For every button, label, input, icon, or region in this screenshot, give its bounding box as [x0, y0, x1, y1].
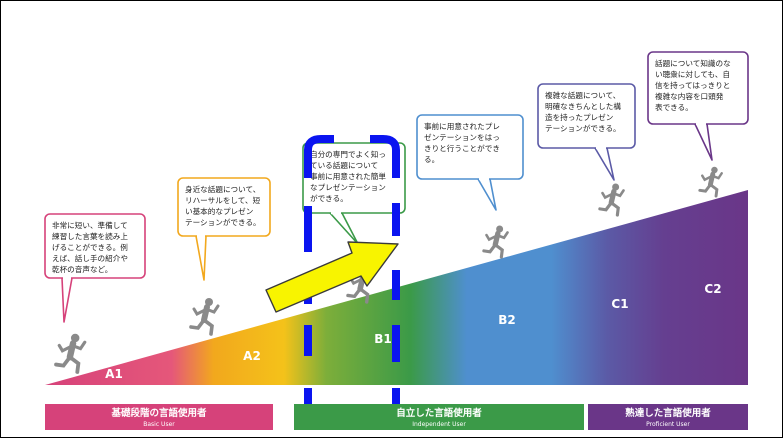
- bubble-text-line: い基本的なプレゼン: [185, 206, 253, 216]
- level-label-b2: B2: [498, 313, 516, 327]
- category-subtitle: Independent User: [412, 421, 466, 428]
- level-label-c2: C2: [704, 282, 721, 296]
- bubble-text-line: ている話題について: [310, 160, 378, 170]
- bubble-text-line: 事前に用意されたプレ: [424, 121, 500, 131]
- runner-icon: [698, 166, 723, 198]
- category-bar-3: 熟達した言語使用者 Proficient User: [588, 404, 748, 430]
- bubble-text-line: ゼンテーションをはっ: [424, 132, 500, 142]
- yellow-arrow-icon: [265, 241, 399, 313]
- level-label-a2: A2: [243, 349, 261, 363]
- bubble-text-line: 身近な話題について、: [185, 184, 260, 194]
- speech-bubble-b1: 自分の専門でよく知っている話題について事前に用意された簡単なプレゼンテーションが…: [302, 142, 406, 245]
- runner-icon: [598, 183, 625, 217]
- speech-bubble-a1: 非常に短い、準備して練習した言葉を読み上げることができる。例えば、話し手の紹介や…: [44, 213, 146, 323]
- bubble-text-line: 練習した言葉を読み上: [52, 231, 128, 241]
- level-label-c1: C1: [611, 297, 628, 311]
- bubble-text-line: 非常に短い、準備して: [52, 220, 128, 230]
- bubble-text-line: 乾杯の音声など。: [52, 264, 112, 274]
- bubble-text-line: る。: [424, 155, 439, 164]
- category-title: 自立した言語使用者: [396, 407, 482, 419]
- level-label-a1: A1: [105, 367, 123, 381]
- category-subtitle: Basic User: [143, 421, 175, 428]
- bubble-text-line: リハーサルをして、短: [185, 195, 261, 205]
- category-title: 基礎段階の言語使用者: [110, 407, 207, 419]
- level-label-b1: B1: [374, 332, 392, 346]
- bubble-text-line: 信を持ってはっきりと: [655, 80, 730, 90]
- bubble-text-line: テーションができる。: [185, 217, 261, 227]
- bubble-text-line: 複雑な話題について、: [545, 90, 620, 100]
- runner-icon: [189, 298, 220, 336]
- bubble-text-line: 事前に用意された簡単: [310, 171, 386, 181]
- bubble-text-line: げることができる。例: [52, 242, 128, 252]
- bubble-text-line: 話題について知識のな: [655, 58, 731, 68]
- speech-bubble-c2: 話題について知識のない聴衆に対しても、自信を持ってはっきりと複雑な内容を口頭発表…: [647, 51, 749, 161]
- category-subtitle: Proficient User: [646, 421, 690, 428]
- bubble-text-line: ができる。: [310, 193, 348, 203]
- bubble-text-line: 造を持ったプレゼン: [545, 112, 613, 122]
- category-bar-1: 基礎段階の言語使用者 Basic User: [45, 404, 273, 430]
- bubble-text-line: 自分の専門でよく知っ: [310, 149, 386, 159]
- runner-icon: [54, 333, 87, 374]
- bubble-text-line: 明確なきちんとした構: [545, 101, 621, 111]
- category-title: 熟達した言語使用者: [625, 407, 711, 419]
- bubble-text-line: い聴衆に対しても、自: [655, 69, 730, 79]
- bubble-text-line: なプレゼンテーション: [310, 182, 386, 192]
- bubble-text-line: きりと行うことができ: [424, 143, 500, 153]
- runner-icon: [482, 225, 509, 259]
- bubble-text-line: 複雑な内容を口頭発: [655, 91, 724, 101]
- category-bar-2: 自立した言語使用者 Independent User: [294, 404, 584, 430]
- bubble-text-line: テーションができる。: [545, 123, 621, 133]
- bubble-text-line: 表できる。: [655, 102, 693, 112]
- bubble-text-line: えば、話し手の紹介や: [52, 253, 128, 263]
